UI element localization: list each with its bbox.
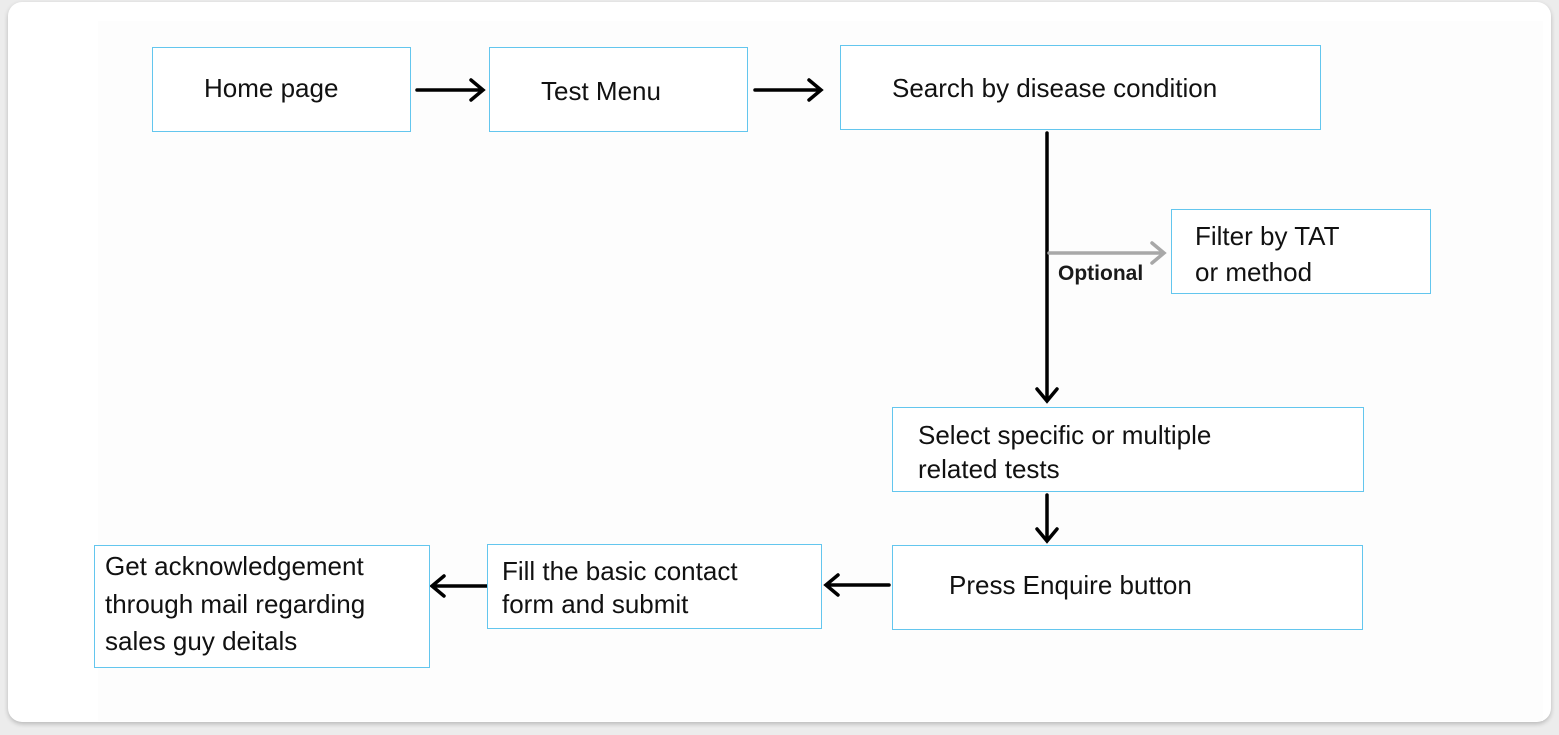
- node-ack-label-line3: sales guy deitals: [105, 626, 298, 656]
- node-select-tests-label-line2: related tests: [918, 454, 1060, 484]
- optional-label: Optional: [1058, 262, 1144, 285]
- node-fill-form-label-line1: Fill the basic contact: [502, 556, 738, 586]
- node-test-menu: Test Menu: [489, 47, 748, 132]
- arrow-select-to-enquire: [1035, 493, 1059, 544]
- node-filter-label-line1: Filter by TAT: [1195, 221, 1340, 251]
- node-home-page: Home page: [152, 47, 411, 132]
- node-enquire: Press Enquire button: [892, 545, 1363, 630]
- node-fill-form: Fill the basic contact form and submit: [487, 544, 822, 629]
- node-enquire-label: Press Enquire button: [949, 570, 1192, 600]
- arrow-home-to-menu: [415, 78, 486, 102]
- arrow-fill-to-ack: [429, 574, 498, 598]
- arrow-menu-to-search: [753, 78, 824, 102]
- node-ack-label-line2: through mail regarding: [105, 589, 366, 619]
- node-acknowledgement: Get acknowledgement through mail regardi…: [94, 545, 430, 668]
- node-ack-label-line1: Get acknowledgement: [105, 551, 364, 581]
- arrow-search-to-select: [1035, 131, 1059, 404]
- node-select-tests-label-line1: Select specific or multiple: [918, 420, 1212, 450]
- node-filter-label-line2: or method: [1195, 257, 1313, 287]
- node-filter: Filter by TAT or method: [1171, 209, 1431, 294]
- node-test-menu-label: Test Menu: [541, 76, 661, 106]
- arrow-enquire-to-fill: [823, 573, 891, 597]
- node-search-disease: Search by disease condition: [840, 45, 1321, 130]
- node-select-tests: Select specific or multiple related test…: [892, 407, 1364, 492]
- arrow-optional-to-filter: [1047, 241, 1167, 265]
- node-home-page-label: Home page: [204, 73, 339, 103]
- node-fill-form-label-line2: form and submit: [502, 589, 689, 619]
- node-search-disease-label: Search by disease condition: [892, 73, 1218, 103]
